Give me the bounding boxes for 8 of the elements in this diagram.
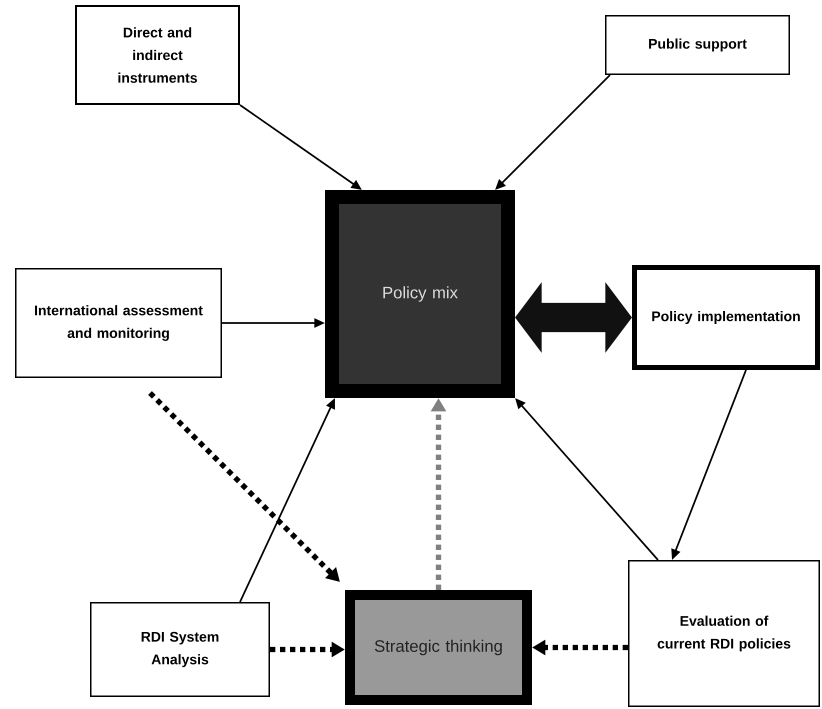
filled-box: Strategic thinking [345, 590, 532, 705]
text-box: Policy implementation [632, 265, 820, 370]
text-box: Evaluation of current RDI policies [628, 560, 820, 707]
text-box: International assessment and monitoring [15, 268, 222, 378]
filled-box: Policy mix [325, 190, 515, 398]
text-box: Public support [605, 15, 790, 75]
text-box: RDI System Analysis [90, 602, 270, 697]
text-box: Direct and indirect instruments [75, 5, 240, 105]
